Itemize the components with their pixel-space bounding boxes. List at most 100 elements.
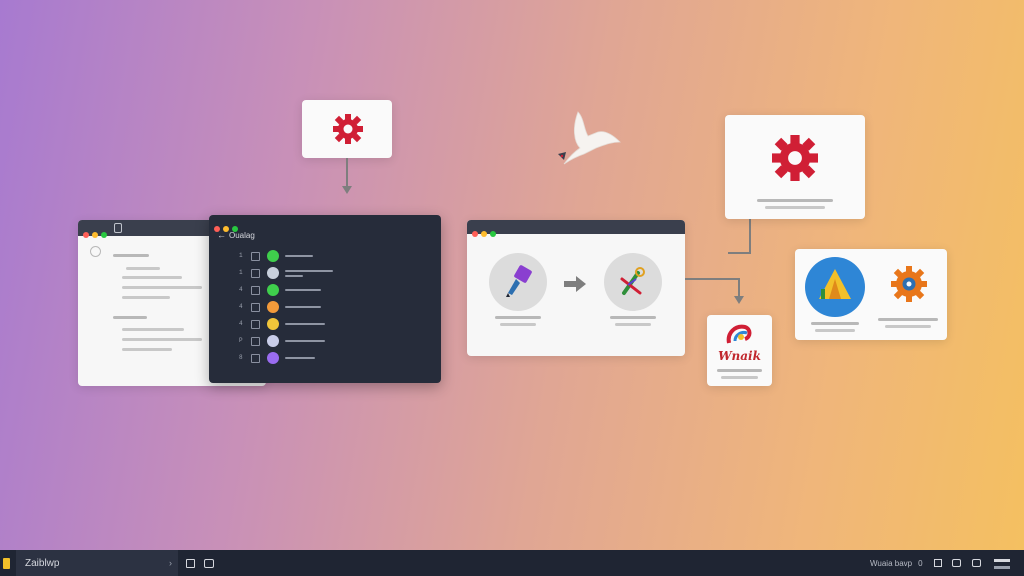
caption-line	[610, 316, 656, 319]
checkbox[interactable]	[251, 303, 260, 312]
caption-line	[878, 318, 938, 321]
logo-swirl-icon	[726, 324, 752, 344]
tools-icon[interactable]	[604, 253, 662, 311]
logo-text: Wnaik	[718, 349, 761, 363]
status-dot-icon	[267, 284, 279, 296]
arrow-down-icon	[734, 296, 744, 304]
close-icon[interactable]	[472, 231, 478, 237]
tray-text: Wuaia bavp	[870, 558, 913, 568]
gear-icon	[772, 135, 818, 181]
checkbox[interactable]	[251, 320, 260, 329]
caption-line	[721, 376, 758, 379]
status-dot-icon	[267, 352, 279, 364]
status-dot-icon	[267, 250, 279, 262]
tray-icon[interactable]	[934, 550, 942, 576]
connector-line	[728, 252, 751, 254]
transform-window[interactable]	[467, 220, 685, 356]
avatar-icon	[90, 246, 101, 257]
status-dot-icon	[267, 335, 279, 347]
window-titlebar	[467, 220, 685, 237]
list-item[interactable]: 1	[239, 267, 439, 281]
minimize-icon[interactable]	[223, 226, 229, 232]
row-number: 8	[239, 354, 243, 361]
row-number: P	[239, 337, 243, 344]
connector-line	[685, 278, 739, 280]
cog-card-large[interactable]	[725, 115, 865, 219]
checkbox[interactable]	[251, 354, 260, 363]
list-item[interactable]: P	[239, 335, 439, 349]
list-item	[122, 276, 182, 279]
taskbar-app-icon[interactable]	[204, 550, 214, 576]
tent-icon[interactable]	[805, 257, 865, 317]
row-number: 4	[239, 320, 243, 327]
tray-icon[interactable]	[972, 550, 981, 576]
caption-line	[811, 322, 859, 325]
list-item[interactable]: 1	[239, 250, 439, 264]
tray-icon[interactable]	[952, 550, 961, 576]
tray-label: Wuaia bavp 0	[870, 550, 923, 576]
list-item[interactable]: 4	[239, 301, 439, 315]
section-heading	[113, 254, 149, 257]
taskbar-search-text: Zaiblwp	[25, 557, 60, 569]
maximize-icon[interactable]	[490, 231, 496, 237]
minimize-icon[interactable]	[92, 232, 98, 238]
maximize-icon[interactable]	[101, 232, 107, 238]
connector-line	[749, 219, 751, 253]
settings-gear-icon[interactable]	[890, 265, 928, 303]
connector-line	[738, 278, 740, 296]
clock-date-line	[994, 566, 1010, 569]
caption-line	[885, 325, 931, 328]
taskbar: Zaiblwp › Wuaia bavp 0	[0, 550, 1024, 576]
minimize-icon[interactable]	[481, 231, 487, 237]
integrations-card[interactable]	[795, 249, 947, 340]
start-button[interactable]	[3, 550, 10, 576]
list-item[interactable]: 4	[239, 284, 439, 298]
list-item[interactable]: 4	[239, 318, 439, 332]
connector-line	[346, 158, 348, 186]
caption-line	[495, 316, 541, 319]
list-item	[122, 348, 172, 351]
checkbox[interactable]	[251, 252, 260, 261]
tray-number: 0	[918, 558, 923, 568]
maximize-icon[interactable]	[232, 226, 238, 232]
section-heading	[113, 316, 147, 319]
settings-icon[interactable]	[114, 223, 122, 233]
cog-card-top[interactable]	[302, 100, 392, 158]
status-dot-icon	[267, 318, 279, 330]
caption-line	[717, 369, 762, 372]
logo-card[interactable]: Wnaik	[707, 315, 772, 386]
status-dot-icon	[267, 267, 279, 279]
close-icon[interactable]	[214, 226, 220, 232]
chevron-right-icon: ›	[169, 558, 172, 568]
back-icon[interactable]: ←	[217, 230, 226, 240]
row-number: 1	[239, 269, 243, 276]
list-item[interactable]: 8	[239, 352, 439, 366]
checkbox[interactable]	[251, 286, 260, 295]
close-icon[interactable]	[83, 232, 89, 238]
row-number: 4	[239, 286, 243, 293]
bird-icon	[558, 111, 621, 165]
row-number: 4	[239, 303, 243, 310]
window-title: Oualag	[229, 231, 255, 240]
caption-line	[500, 323, 536, 326]
clock-icon[interactable]	[994, 550, 1010, 576]
list-item	[122, 286, 202, 289]
arrow-right-icon	[564, 276, 586, 292]
start-icon	[3, 557, 10, 569]
checkbox[interactable]	[251, 269, 260, 278]
dark-window[interactable]: ← Oualag 1 1 4 4 4 P 8	[209, 215, 441, 383]
caption-line	[757, 199, 833, 202]
row-number: 1	[239, 252, 243, 259]
checkbox[interactable]	[251, 337, 260, 346]
caption-line	[615, 323, 651, 326]
caption-line	[815, 329, 855, 332]
wrench-icon[interactable]	[489, 253, 547, 311]
list-item	[122, 338, 202, 341]
caption-line	[765, 206, 825, 209]
list-item	[122, 296, 170, 299]
arrow-down-icon	[342, 186, 352, 194]
gear-icon	[333, 114, 363, 144]
taskbar-app-icon[interactable]	[186, 550, 195, 576]
taskbar-search[interactable]: Zaiblwp ›	[16, 550, 178, 576]
list-item	[126, 267, 160, 270]
